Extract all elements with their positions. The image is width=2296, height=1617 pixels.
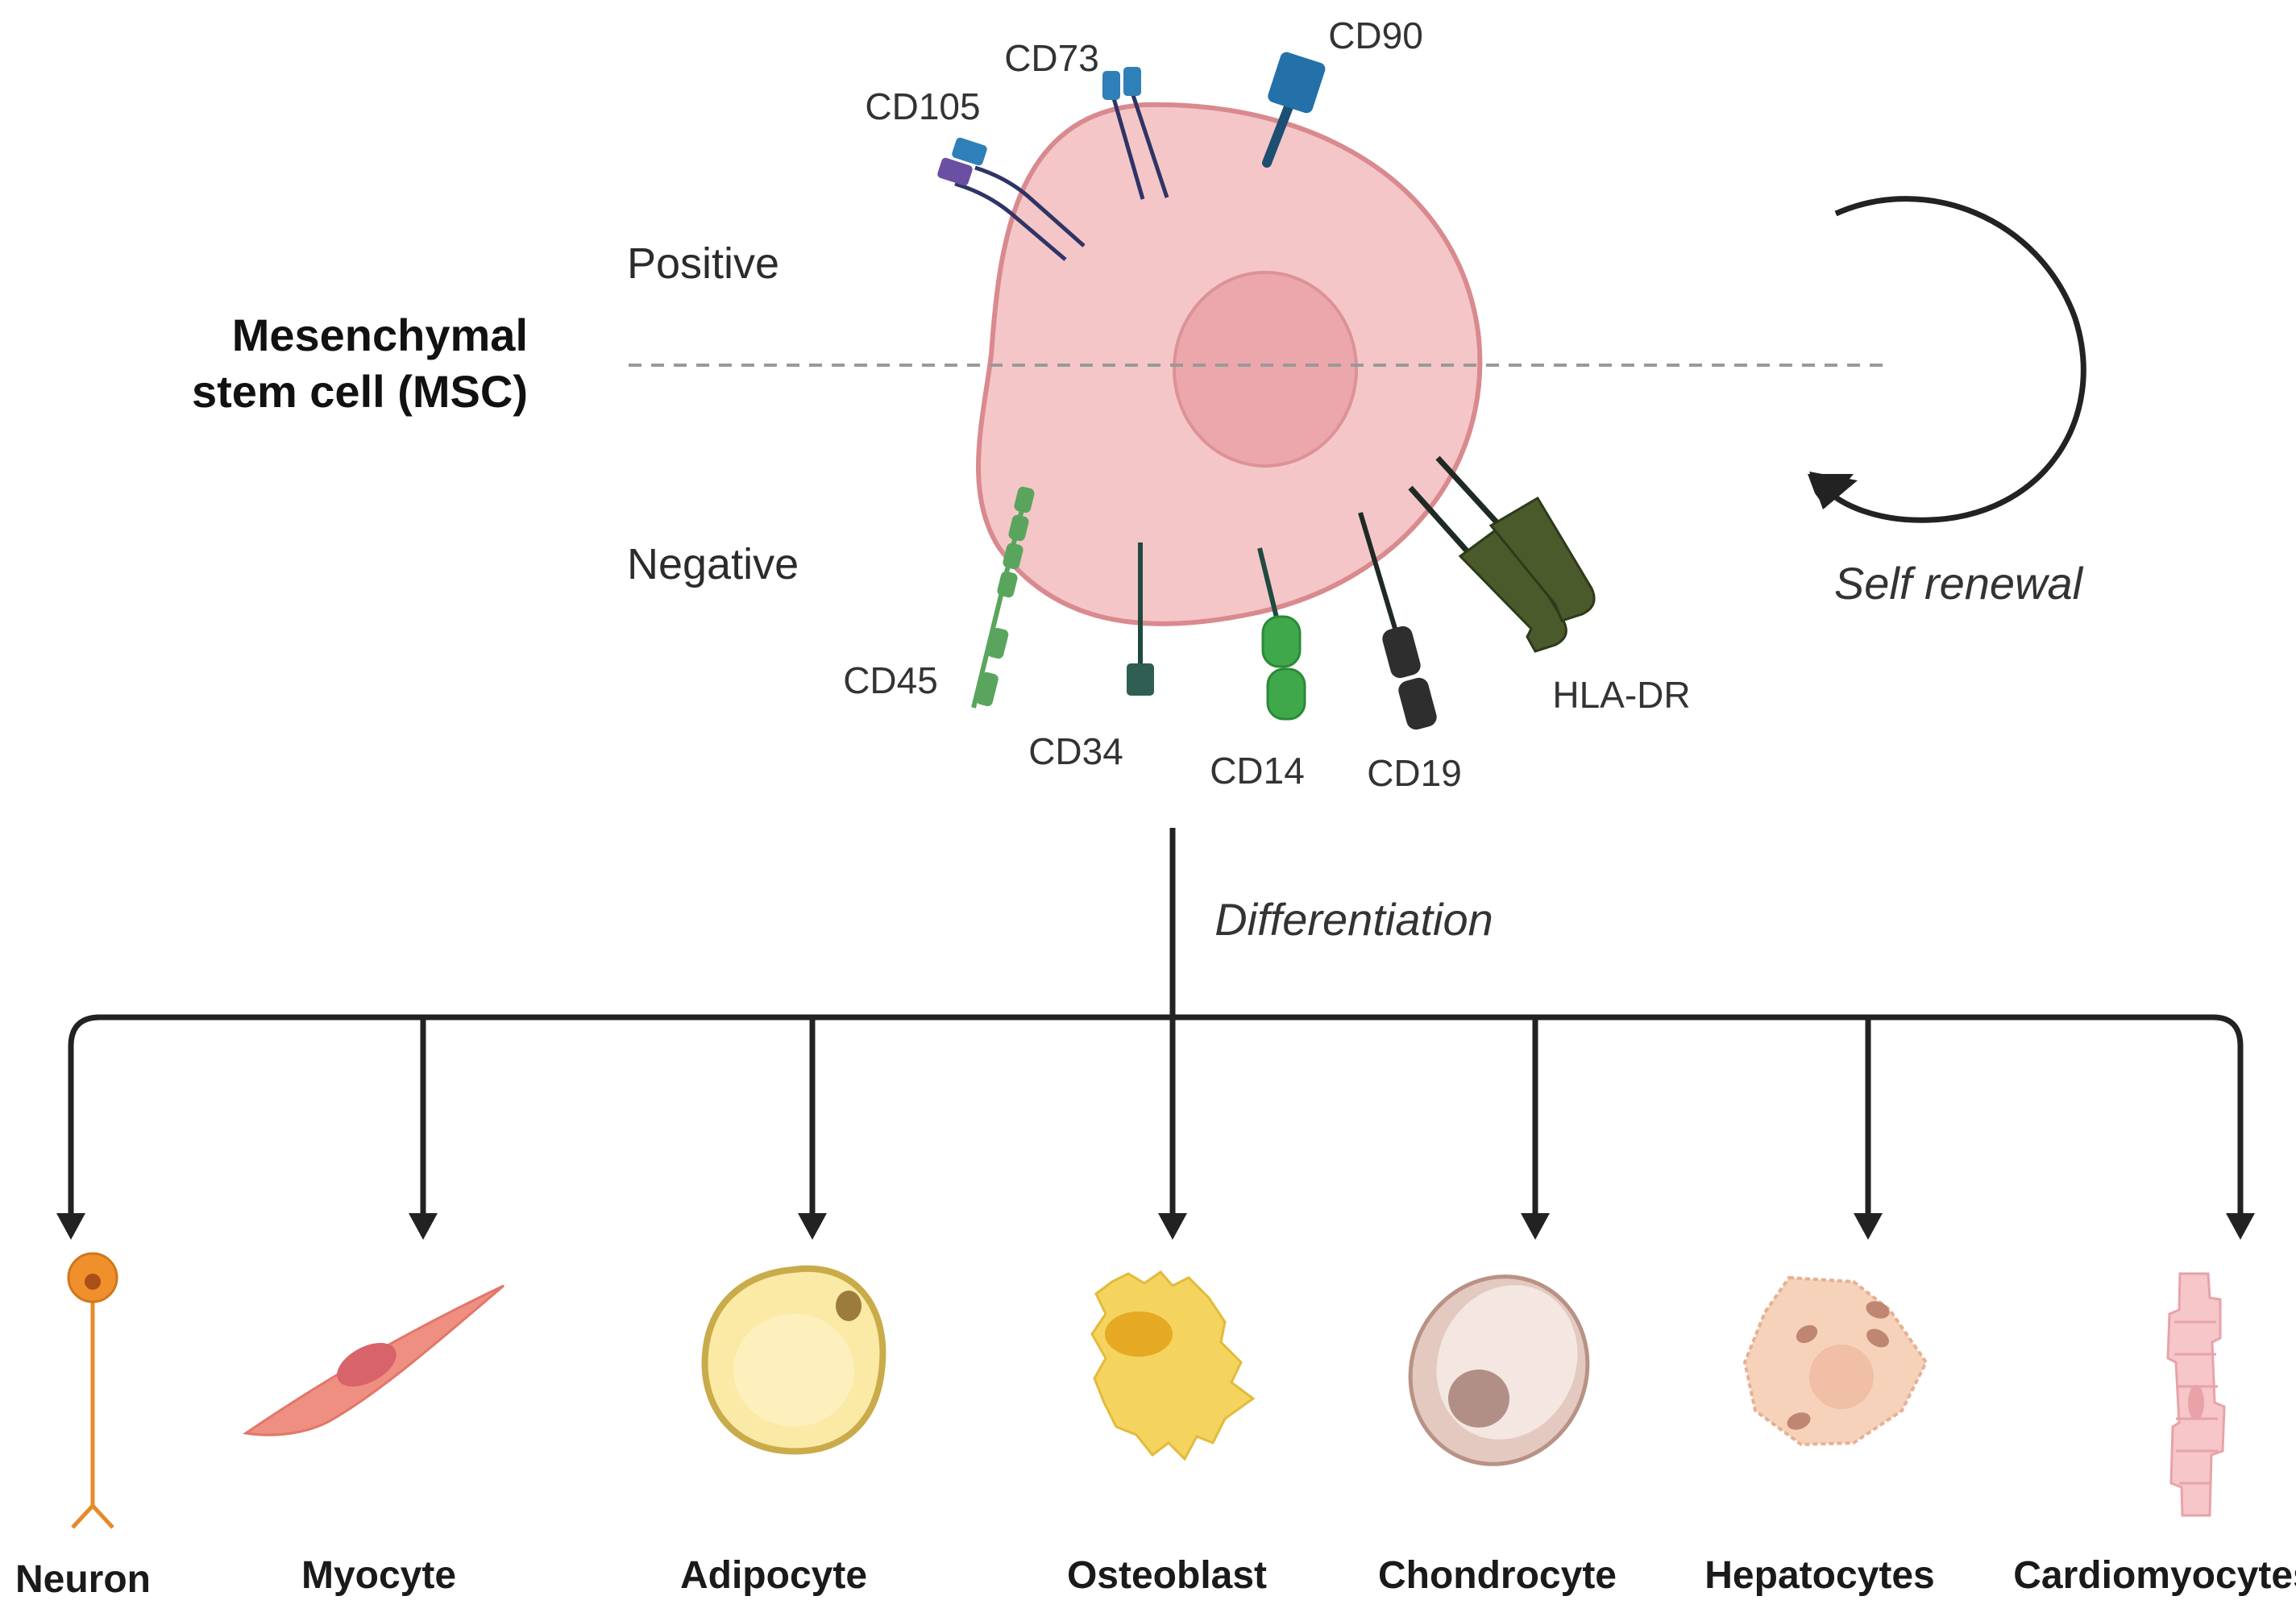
- cell-label-myocyte: Myocyte: [301, 1554, 456, 1597]
- cell-label-osteoblast: Osteoblast: [1067, 1554, 1267, 1597]
- cd105-label: CD105: [865, 85, 980, 127]
- cd73-label: CD73: [1004, 37, 1099, 79]
- cell-label-adipocyte: Adipocyte: [680, 1554, 867, 1597]
- cd45-receptor-icon: [971, 486, 1035, 709]
- osteoblast-icon: [1090, 1270, 1256, 1461]
- cell-label-hepatocytes: Hepatocytes: [1704, 1554, 1934, 1597]
- neuron-icon: [67, 1252, 118, 1529]
- self-renewal-label: Self renewal: [1834, 558, 2084, 609]
- cd45-label: CD45: [843, 659, 938, 701]
- positive-label: Positive: [627, 239, 779, 288]
- adipocyte-icon: [701, 1265, 886, 1455]
- self-renewal-arrowhead-tip: [1809, 472, 1858, 509]
- differentiation-arrowheads: [56, 1213, 2255, 1240]
- msc-nucleus: [1173, 271, 1358, 468]
- hla-dr-receptor-icon: [1408, 455, 1596, 653]
- negative-label: Negative: [627, 540, 799, 588]
- cd105-receptor-icon: [937, 137, 1086, 261]
- cd90-label: CD90: [1328, 15, 1423, 56]
- cd90-receptor-icon: [1262, 52, 1326, 168]
- cd73-receptor-icon: [1102, 67, 1169, 200]
- cell-label-chondrocyte: Chondrocyte: [1378, 1554, 1617, 1597]
- cell-label-cardiomyocytes: Cardiomyocytes: [2013, 1554, 2296, 1597]
- cd19-label: CD19: [1367, 752, 1462, 794]
- differentiation-branches: [420, 1017, 1871, 1225]
- title-line-2: stem cell (MSC): [192, 366, 528, 417]
- chondrocyte-icon: [1408, 1274, 1590, 1466]
- cd34-receptor-icon: [1127, 542, 1154, 696]
- cell-label-neuron: Neuron: [15, 1558, 151, 1601]
- cd19-receptor-icon: [1358, 512, 1437, 730]
- cd14-label: CD14: [1210, 750, 1305, 792]
- cardiomyocytes-icon: [2166, 1272, 2226, 1517]
- differentiation-branch-bar: [68, 1014, 2244, 1225]
- cd34-label: CD34: [1028, 730, 1123, 772]
- hepatocytes-icon: [1742, 1275, 1929, 1447]
- cd14-receptor-icon: [1257, 547, 1306, 721]
- hla-dr-label: HLA-DR: [1552, 674, 1690, 716]
- self-renewal-arrow: [1823, 196, 2086, 523]
- differentiation-label: Differentiation: [1214, 894, 1493, 945]
- title-line-1: Mesenchymal: [232, 310, 528, 360]
- myocyte-icon: [243, 1284, 504, 1436]
